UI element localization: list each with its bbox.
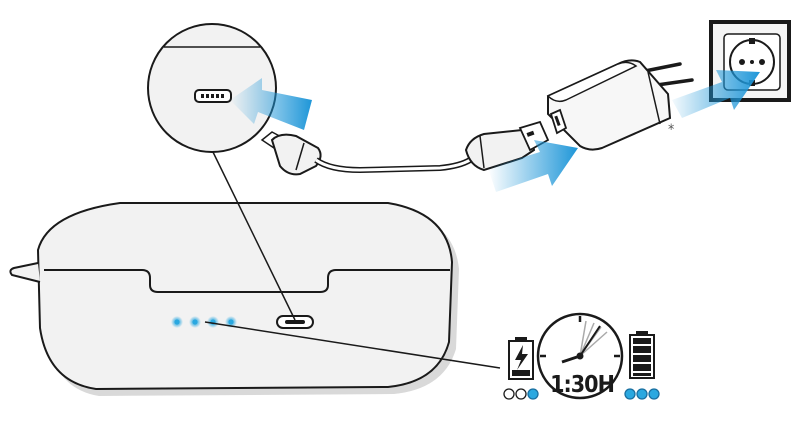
case-body (36, 202, 454, 391)
footnote-asterisk: * (668, 122, 674, 138)
status-dot-lit (527, 388, 539, 400)
wall-socket (672, 20, 791, 118)
insert-arrow-right (488, 140, 578, 192)
case-led (192, 319, 198, 325)
case-led (174, 319, 180, 325)
charging-status-legend: 1:30H (204, 312, 660, 400)
battery-charging-icon (508, 337, 534, 380)
charge-time-label: 1:30H (550, 372, 614, 398)
battery-full-icon (629, 331, 655, 379)
case-hinge (9, 262, 41, 283)
status-dot-off (503, 388, 515, 400)
insert-arrow-left (230, 78, 312, 130)
status-dot-lit (624, 388, 636, 400)
led-status-after (624, 388, 660, 400)
clock-icon: 1:30H (536, 312, 624, 400)
lid-seam (44, 269, 450, 293)
port-zoom-inset (147, 23, 312, 321)
status-dot-lit (648, 388, 660, 400)
status-dot-off (515, 388, 527, 400)
led-status-before (503, 388, 539, 400)
status-dot-lit (636, 388, 648, 400)
case-led (228, 319, 234, 325)
usb-cable (260, 120, 578, 192)
wall-adapter: * (546, 59, 694, 151)
plug-in-arrow (672, 70, 760, 118)
charging-case (9, 202, 459, 396)
